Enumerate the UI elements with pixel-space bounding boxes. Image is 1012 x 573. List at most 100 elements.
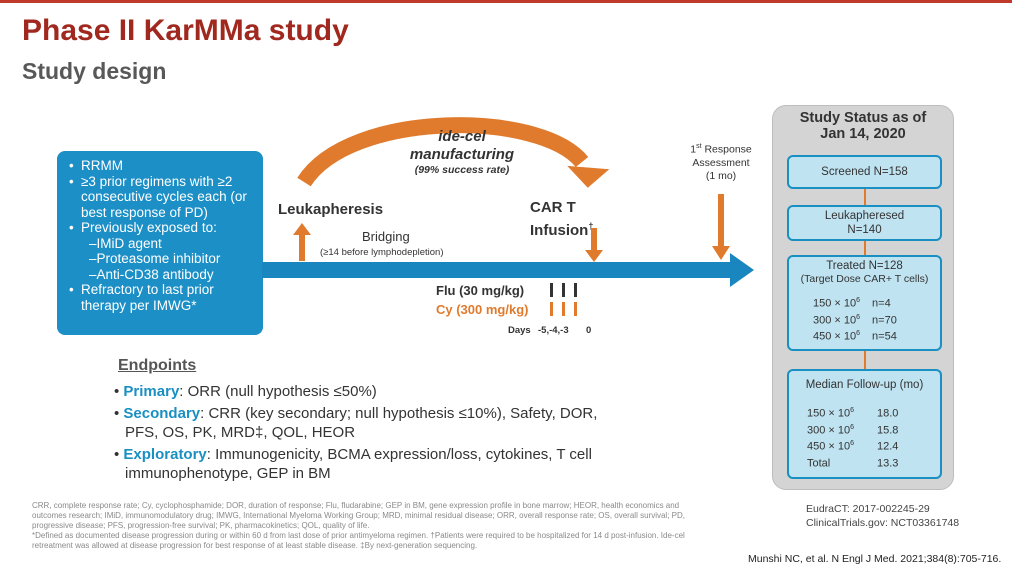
secondary-text2: PFS, OS, PK, MRD‡, QOL, HEOR bbox=[125, 424, 356, 441]
slide-title: Phase II KarMMa study bbox=[22, 14, 349, 47]
followup-dose: 450 × 10 bbox=[807, 440, 851, 453]
secondary-key: Secondary bbox=[123, 405, 201, 422]
manufacturing-rate: (99% success rate) bbox=[414, 164, 510, 176]
followup-dose: 150 × 10 bbox=[807, 407, 851, 420]
response-ordinal-sup: st bbox=[696, 143, 702, 150]
primary-key: Primary bbox=[123, 383, 180, 400]
followup-dose-cell: Total bbox=[807, 454, 877, 471]
population-list: RRMM ≥3 prior regimens with ≥2 consecuti… bbox=[67, 158, 255, 313]
cy-tick bbox=[574, 302, 577, 316]
cy-label: Cy (300 mg/kg) bbox=[436, 302, 529, 317]
leuk-line1: Leukapheresed bbox=[824, 210, 905, 222]
exploratory-text1: : Immunogenicity, BCMA expression/loss, … bbox=[206, 446, 592, 463]
treated-box: Treated N=128 (Target Dose CAR+ T cells)… bbox=[787, 255, 942, 351]
footnote-line: retreatment was allowed at disease progr… bbox=[32, 541, 478, 550]
endpoint-secondary: • Secondary: CRR (key secondary; null hy… bbox=[114, 405, 598, 422]
followup-val: 18.0 bbox=[877, 407, 899, 420]
flu-tick bbox=[562, 283, 565, 297]
cy-tick bbox=[550, 302, 553, 316]
screened-box: Screened N=158 bbox=[787, 155, 942, 189]
footnote-line: outcomes research; IMiD, immunomodulator… bbox=[32, 511, 685, 520]
leukapheresis-up-arrow bbox=[293, 223, 311, 261]
dose-row: 450 × 106 n=54 bbox=[813, 327, 940, 344]
manufacturing-label: ide-cel manufacturing (99% success rate) bbox=[362, 128, 562, 177]
response-line1: 1st Response bbox=[676, 140, 766, 157]
footnote-line: CRR, complete response rate; Cy, cycloph… bbox=[32, 501, 680, 510]
flu-label: Flu (30 mg/kg) bbox=[436, 283, 525, 298]
eudract-id: EudraCT: 2017-002245-29 bbox=[806, 503, 930, 515]
population-item: Previously exposed to: bbox=[67, 220, 255, 236]
bridging-note: (≥14 before lymphodepletion) bbox=[320, 247, 444, 258]
dose-row: 150 × 106 n=4 bbox=[813, 294, 940, 311]
followup-val: 15.8 bbox=[877, 424, 899, 437]
population-subitem: –Proteasome inhibitor bbox=[89, 251, 221, 266]
endpoints-list: • Primary: ORR (null hypothesis ≤50%) • … bbox=[114, 382, 674, 483]
timeline-arrow-shaft bbox=[262, 262, 732, 278]
registry-ids: EudraCT: 2017-002245-29 ClinicalTrials.g… bbox=[806, 502, 959, 530]
dose-value: 150 × 10 bbox=[813, 297, 857, 310]
response-word: Response bbox=[701, 143, 752, 156]
dose-value: 450 × 10 bbox=[813, 330, 857, 343]
followup-exp: 6 bbox=[850, 407, 855, 414]
followup-exp: 6 bbox=[850, 423, 855, 431]
exploratory-text2: immunophenotype, GEP in BM bbox=[125, 465, 331, 482]
response-ordinal: 1 bbox=[690, 143, 697, 156]
followup-dose-cell: 450 × 106 bbox=[807, 437, 877, 454]
status-title-line2: Jan 14, 2020 bbox=[820, 126, 906, 142]
flow-connector bbox=[864, 189, 866, 205]
slide-subtitle: Study design bbox=[22, 58, 167, 84]
followup-title: Median Follow-up (mo) bbox=[805, 379, 924, 391]
response-assessment-label: 1st Response Assessment (1 mo) bbox=[676, 140, 766, 183]
car-t-line2: Infusion bbox=[530, 222, 589, 239]
followup-dose-cell: 150 × 106 bbox=[807, 404, 877, 421]
secondary-text1: : CRR (key secondary; null hypothesis ≤1… bbox=[200, 405, 598, 422]
population-subitem: –Anti-CD38 antibody bbox=[89, 266, 214, 282]
followup-dose: Total bbox=[807, 457, 831, 470]
study-status-title: Study Status as of Jan 14, 2020 bbox=[772, 110, 954, 142]
days-label: Days bbox=[508, 325, 531, 336]
dose-exp: 6 bbox=[856, 297, 861, 304]
manufacturing-line1: ide-cel bbox=[438, 128, 486, 145]
dose-n: n=4 bbox=[872, 297, 891, 310]
car-t-mark: † bbox=[588, 221, 594, 231]
population-box: RRMM ≥3 prior regimens with ≥2 consecuti… bbox=[57, 151, 263, 335]
dose-n: n=54 bbox=[872, 330, 897, 343]
followup-dose: 300 × 10 bbox=[807, 424, 851, 437]
manufacturing-line2: manufacturing bbox=[409, 146, 515, 163]
treated-line2: (Target Dose CAR+ T cells) bbox=[800, 273, 929, 285]
car-t-line1: CAR T bbox=[530, 199, 576, 216]
flu-tick bbox=[550, 283, 553, 297]
days-values: -5,-4,-3 bbox=[538, 325, 569, 336]
dose-n: n=70 bbox=[872, 314, 897, 327]
endpoints-title: Endpoints bbox=[118, 357, 197, 374]
response-down-arrow bbox=[712, 194, 730, 260]
flu-tick bbox=[574, 283, 577, 297]
leukapheresis-label: Leukapheresis bbox=[278, 201, 384, 218]
flow-connector bbox=[864, 241, 866, 255]
dose-exp: 6 bbox=[856, 313, 861, 321]
infusion-down-arrow bbox=[585, 228, 603, 262]
car-t-infusion-label: CAR T Infusion† bbox=[530, 198, 593, 240]
footnote-line: *Defined as documented disease progressi… bbox=[32, 531, 685, 540]
primary-text: : ORR (null hypothesis ≤50%) bbox=[179, 383, 377, 400]
response-line2: Assessment bbox=[692, 156, 750, 169]
top-rule bbox=[0, 0, 1012, 3]
timeline-arrow-head bbox=[730, 253, 754, 287]
dose-exp: 6 bbox=[856, 330, 861, 338]
clinicaltrials-id: ClinicalTrials.gov: NCT03361748 bbox=[806, 517, 960, 529]
endpoint-primary: • Primary: ORR (null hypothesis ≤50%) bbox=[114, 383, 377, 400]
population-item: RRMM bbox=[67, 158, 255, 174]
leuk-line2: N=140 bbox=[847, 224, 882, 236]
citation: Munshi NC, et al. N Engl J Med. 2021;384… bbox=[748, 553, 1002, 565]
bridging-label: Bridging bbox=[362, 229, 410, 244]
endpoint-exploratory: • Exploratory: Immunogenicity, BCMA expr… bbox=[114, 446, 592, 463]
exploratory-key: Exploratory bbox=[123, 446, 207, 463]
flow-connector bbox=[864, 351, 866, 369]
response-line3: (1 mo) bbox=[705, 169, 737, 182]
followup-exp: 6 bbox=[850, 440, 855, 448]
